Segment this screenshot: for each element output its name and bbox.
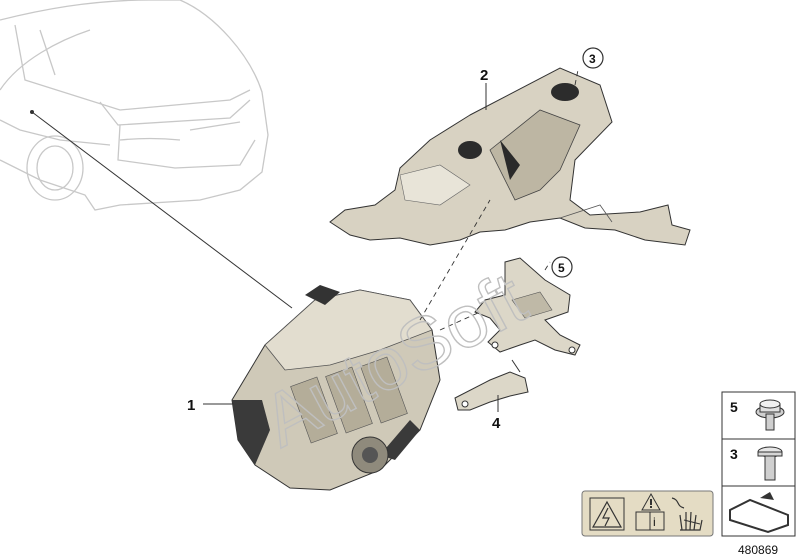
bracket-part-5 [474, 257, 581, 356]
read-manual-icon: i [635, 511, 665, 531]
callout-2: 2 [480, 67, 488, 84]
leader-dot [30, 110, 34, 114]
assembly-lines [419, 69, 579, 331]
callout-3: 3 [582, 47, 604, 69]
high-voltage-icon [589, 497, 625, 531]
hex-flange-screw-icon [755, 399, 785, 431]
legend-box: 5 3 [721, 391, 796, 537]
callout-5: 5 [551, 256, 573, 278]
svg-text:3: 3 [589, 52, 596, 66]
caution-triangle-icon [641, 492, 661, 511]
clip-part-4 [454, 359, 529, 411]
warning-label: i [581, 490, 714, 537]
no-touch-hand-icon [671, 497, 703, 531]
callout-leaders [203, 83, 499, 412]
leader-car-to-part-1 [31, 111, 293, 309]
vehicle-outline [0, 0, 269, 211]
callout-4: 4 [492, 415, 501, 432]
svg-text:i: i [653, 515, 656, 529]
legend-number-3: 3 [730, 446, 738, 462]
main-unit-part-1 [231, 285, 441, 491]
bracket-symbol-icon [729, 492, 789, 534]
svg-text:5: 5 [558, 261, 565, 275]
bracket-part-2 [329, 67, 691, 246]
reference-number: 480869 [738, 543, 778, 557]
hex-bolt-icon [757, 446, 783, 481]
legend-number-5: 5 [730, 399, 738, 415]
callout-1: 1 [187, 397, 195, 414]
